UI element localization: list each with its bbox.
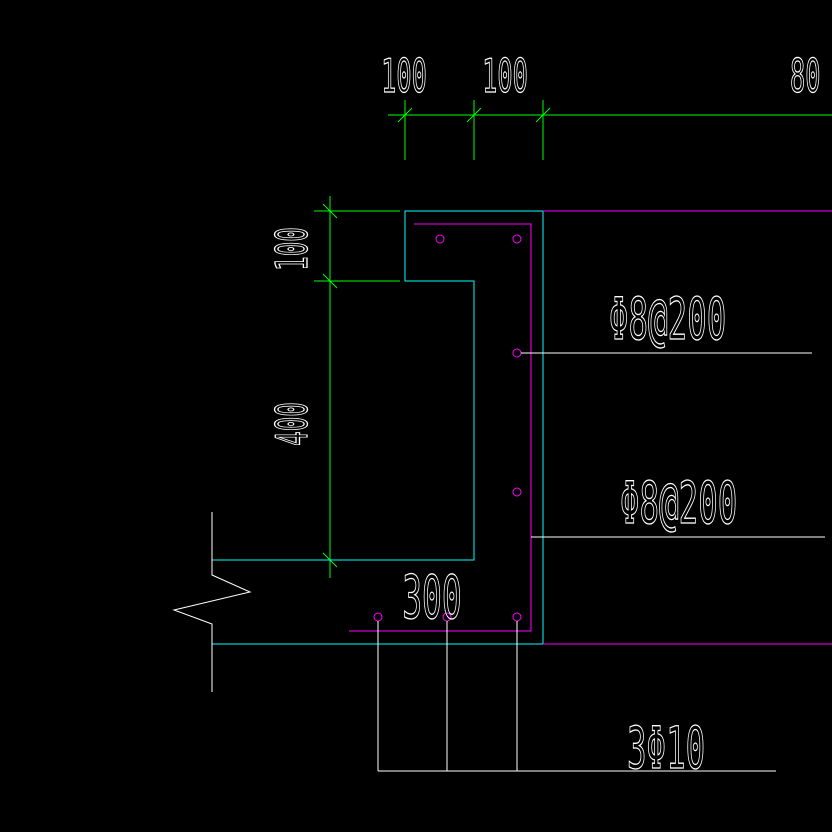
left-dimension-chain [314,196,400,578]
leader-lines [377,352,825,772]
rebar-dot [512,612,522,622]
dimension-top-2: 100 [482,50,528,103]
rebar-labels: Φ8@200 Φ8@200 3Φ10 [609,285,738,783]
top-dimension-chain [388,100,832,160]
dimension-bottom: 300 [402,563,462,632]
rebar-dot [512,234,522,244]
rebar-dot [512,487,522,497]
label-stirrup-1: Φ8@200 [609,286,726,354]
dimension-texts: 100 100 80 100 400 300 [267,49,821,633]
dimension-top-3: 80 [790,50,820,103]
stirrup-outline [349,223,532,632]
label-stirrup-2: Φ8@200 [620,470,737,538]
rebar-dot [435,234,445,244]
label-bottom-bars: 3Φ10 [627,715,705,783]
break-line-symbol [172,512,252,692]
dimension-left-2: 400 [267,402,318,446]
dimension-top-1: 100 [381,50,427,103]
rebar-dot [512,348,522,358]
beam-top-outline [212,210,832,561]
rebar-dot [373,612,383,622]
rebar-group [349,210,832,645]
left-tick-1 [322,203,338,219]
top-tick-3 [535,107,551,123]
left-tick-2 [322,273,338,289]
dimension-left-1: 100 [267,227,318,271]
break-line [172,512,252,692]
top-tick-1 [397,107,413,123]
top-tick-2 [466,107,482,123]
